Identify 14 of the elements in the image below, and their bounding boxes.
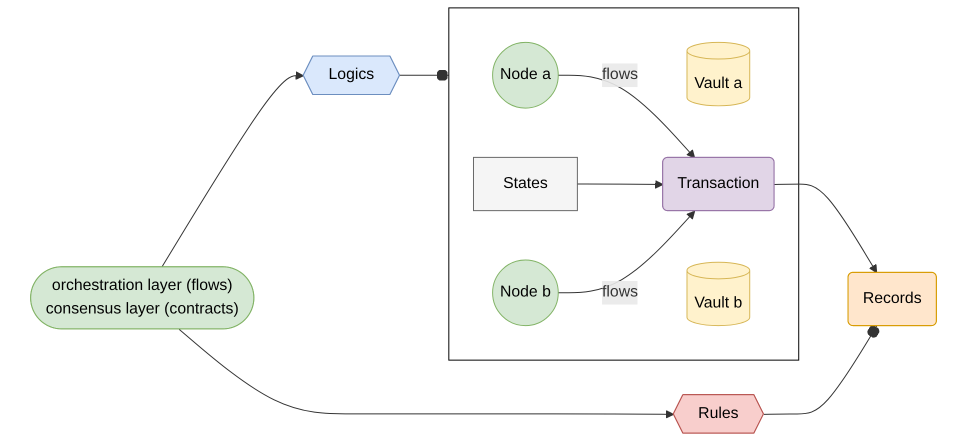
cluster — [448, 7, 800, 361]
arrow — [558, 210, 696, 294]
node-circle: Node b — [492, 259, 559, 326]
node-box: States — [472, 156, 578, 212]
arrow — [774, 184, 878, 274]
arrow — [576, 180, 664, 189]
connector — [763, 326, 880, 415]
arrow — [178, 328, 674, 419]
arrow — [161, 71, 304, 268]
connector — [399, 69, 450, 82]
edge-label: flows — [602, 66, 638, 84]
node-circle: Node a — [492, 42, 559, 109]
arrow — [558, 74, 696, 158]
edge-label: flows — [602, 284, 638, 301]
